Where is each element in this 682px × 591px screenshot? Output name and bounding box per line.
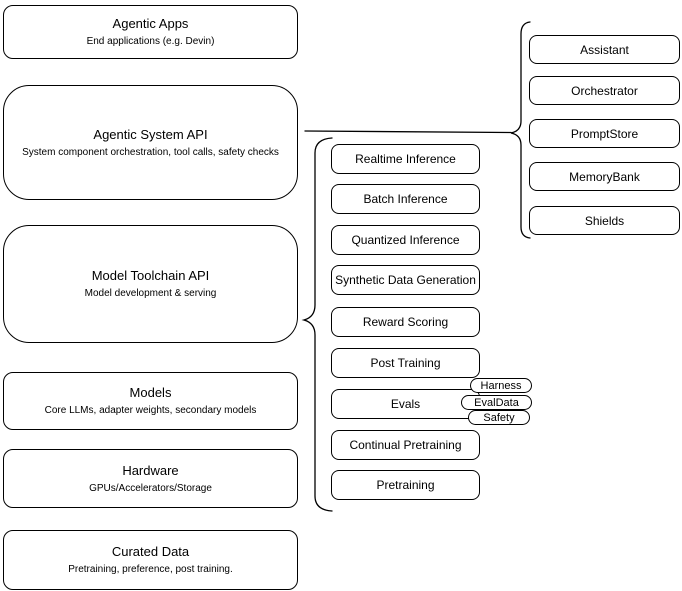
tag-label: Harness <box>480 379 522 392</box>
node-model-toolchain-api: Model Toolchain API Model development & … <box>3 225 298 343</box>
node-realtime-inference: Realtime Inference <box>331 144 480 174</box>
node-title: Agentic System API <box>93 126 208 142</box>
node-label: Orchestrator <box>571 83 638 98</box>
node-orchestrator: Orchestrator <box>529 76 680 105</box>
node-label: Pretraining <box>376 478 435 492</box>
node-title: Curated Data <box>111 544 190 559</box>
node-quantized-inference: Quantized Inference <box>331 225 480 255</box>
node-label: Assistant <box>580 42 629 57</box>
node-label: Synthetic Data Generation <box>335 273 476 287</box>
node-subtitle: GPUs/Accelerators/Storage <box>89 482 212 494</box>
node-continual-pretraining: Continual Pretraining <box>331 430 480 460</box>
node-hardware: Hardware GPUs/Accelerators/Storage <box>3 449 298 508</box>
group-connector-line <box>304 130 512 134</box>
node-curated-data: Curated Data Pretraining, preference, po… <box>3 530 298 590</box>
node-label: Realtime Inference <box>355 152 456 166</box>
node-assistant: Assistant <box>529 35 680 64</box>
tag-evaldata: EvalData <box>461 395 532 410</box>
node-memorybank: MemoryBank <box>529 162 680 191</box>
node-synthetic-data-generation: Synthetic Data Generation <box>331 265 480 295</box>
node-label: Batch Inference <box>363 192 448 206</box>
node-label: Reward Scoring <box>362 315 449 329</box>
node-agentic-apps: Agentic Apps End applications (e.g. Devi… <box>3 5 298 59</box>
node-subtitle: Pretraining, preference, post training. <box>68 564 233 575</box>
node-title: Hardware <box>122 462 179 478</box>
tag-label: Safety <box>483 411 515 424</box>
node-subtitle: Core LLMs, adapter weights, secondary mo… <box>44 405 257 416</box>
middle-group-brace <box>301 137 333 512</box>
node-reward-scoring: Reward Scoring <box>331 307 480 337</box>
node-promptstore: PromptStore <box>529 119 680 148</box>
node-label: MemoryBank <box>569 169 640 184</box>
node-subtitle: Model development & serving <box>84 288 217 299</box>
node-label: Evals <box>390 397 421 411</box>
node-models: Models Core LLMs, adapter weights, secon… <box>3 372 298 430</box>
node-title: Model Toolchain API <box>91 268 210 283</box>
node-label: Post Training <box>370 356 441 370</box>
node-evals: Evals <box>331 389 480 419</box>
tag-safety: Safety <box>468 410 530 425</box>
node-subtitle: End applications (e.g. Devin) <box>86 36 215 47</box>
tag-label: EvalData <box>474 396 519 409</box>
node-label: PromptStore <box>570 126 639 141</box>
tag-harness: Harness <box>470 378 532 393</box>
right-group-brace <box>510 21 531 239</box>
node-label: Quantized Inference <box>351 233 460 247</box>
node-title: Models <box>129 385 172 400</box>
node-label: Continual Pretraining <box>349 438 462 452</box>
node-subtitle: System component orchestration, tool cal… <box>22 146 279 158</box>
node-label: Shields <box>584 213 625 228</box>
node-agentic-system-api: Agentic System API System component orch… <box>3 85 298 200</box>
node-pretraining: Pretraining <box>331 470 480 500</box>
node-shields: Shields <box>529 206 680 235</box>
node-batch-inference: Batch Inference <box>331 184 480 214</box>
node-title: Agentic Apps <box>112 16 189 31</box>
node-post-training: Post Training <box>331 348 480 378</box>
